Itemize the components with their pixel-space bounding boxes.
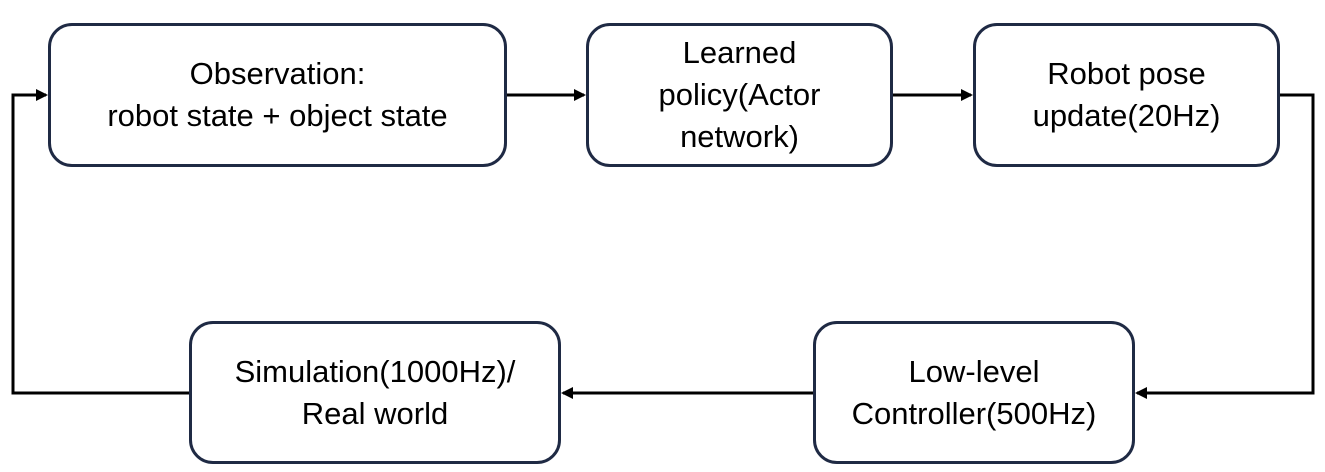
observation-node: Observation: robot state + object state [48, 23, 507, 167]
edge-simulation-to-observation [11, 89, 189, 395]
learned-policy-node: Learned policy(Actor network) [586, 23, 893, 167]
robot-pose-update-node: Robot pose update(20Hz) [973, 23, 1280, 167]
policy-line-1: Learned [682, 35, 797, 70]
edge-pose-to-controller [1135, 93, 1315, 399]
policy-line-2: policy(Actor [658, 77, 821, 112]
simulation-line-1: Simulation(1000Hz)/ [234, 353, 516, 389]
low-level-controller-node: Low-level Controller(500Hz) [813, 321, 1135, 464]
simulation-node: Simulation(1000Hz)/ Real world [189, 321, 561, 464]
observation-line-1: Observation: [189, 56, 366, 91]
pose-line-2: update(20Hz) [1032, 98, 1221, 133]
pose-line-1: Robot pose [1047, 56, 1206, 91]
simulation-line-2: Real world [301, 395, 449, 431]
controller-line-2: Controller(500Hz) [851, 395, 1097, 431]
observation-line-2: robot state + object state [107, 98, 448, 133]
policy-line-3: network) [680, 119, 799, 154]
controller-line-1: Low-level [908, 353, 1040, 389]
